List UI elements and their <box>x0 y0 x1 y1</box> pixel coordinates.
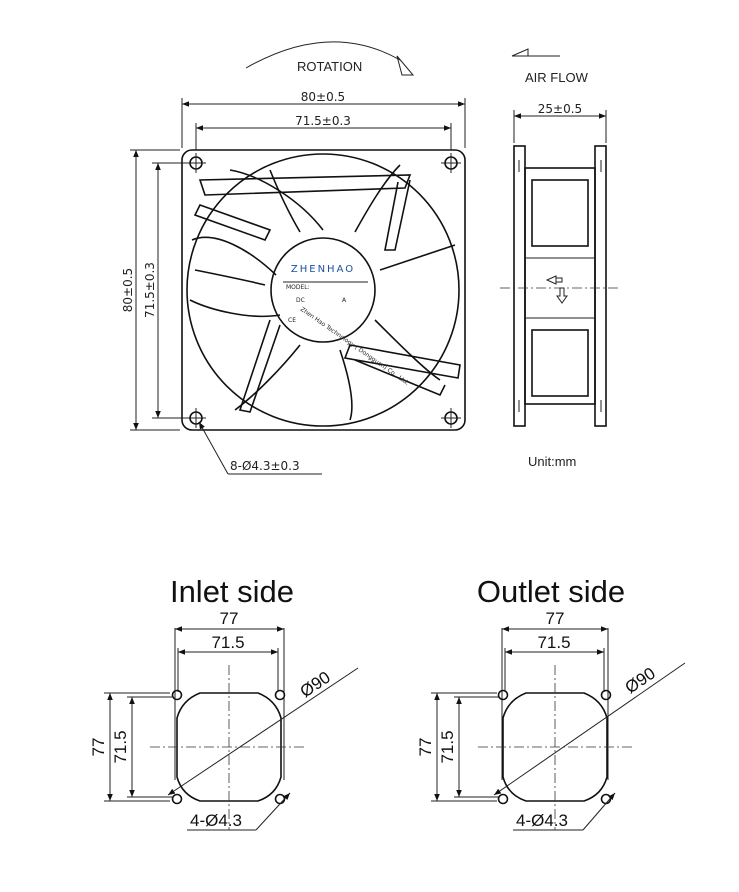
outlet-dia: Ø90 <box>622 664 659 698</box>
side-view: AIR FLOW 25±0.5 Unit:mm <box>500 48 620 469</box>
airflow-label: AIR FLOW <box>525 70 589 85</box>
dim-width-inner: 71.5±0.3 <box>295 114 351 128</box>
inlet-dim-v715: 71.5 <box>111 730 130 763</box>
outlet-dim-77: 77 <box>546 609 565 628</box>
inlet-hole-br <box>274 793 286 805</box>
inlet-hole-tl <box>171 689 183 701</box>
outlet-title: Outlet side <box>477 574 625 609</box>
inlet-dim-77: 77 <box>220 609 239 628</box>
dim-depth: 25±0.5 <box>538 102 582 116</box>
venturi-circle <box>186 153 460 427</box>
label-ce: CE <box>288 317 296 324</box>
inlet-dia-line <box>167 667 359 796</box>
outlet-dim-v77: 77 <box>416 738 435 757</box>
inlet-title: Inlet side <box>170 574 294 609</box>
rotation-label: ROTATION <box>297 59 362 74</box>
dim-height-inner: 71.5±0.3 <box>143 262 157 318</box>
label-dc: DC <box>296 297 305 304</box>
outlet-hole-leader <box>582 792 616 831</box>
outlet-hole-bl <box>497 793 509 805</box>
airflow-arrow <box>511 48 529 57</box>
outlet-dia-line <box>493 662 686 796</box>
outlet-dim-715: 71.5 <box>537 633 570 652</box>
inlet-dim-715: 71.5 <box>211 633 244 652</box>
rotation-arrow <box>245 41 401 69</box>
side-right-flange <box>594 145 607 427</box>
inlet-view: Inlet side 77 71.5 77 71.5 Ø90 4-Ø4. <box>89 574 359 831</box>
label-company: Zhen Hao Technology ( Dongguan) Co., Ltd… <box>299 306 410 387</box>
inlet-hole-bl <box>171 793 183 805</box>
dim-width-outer: 80±0.5 <box>301 90 345 104</box>
outlet-dim-v715: 71.5 <box>438 730 457 763</box>
label-amp: A <box>342 297 347 304</box>
side-left-flange <box>513 145 526 427</box>
dim-height-outer: 80±0.5 <box>121 268 135 312</box>
hub-label <box>270 237 376 343</box>
outlet-holes: 4-Ø4.3 <box>516 811 568 830</box>
fan-struts <box>193 174 461 413</box>
inlet-cutout <box>176 692 282 802</box>
inlet-dim-v77: 77 <box>89 738 108 757</box>
outlet-hole-tr <box>600 689 612 701</box>
rotation-arrowhead <box>396 55 415 76</box>
outlet-view: Outlet side 77 71.5 77 71.5 Ø90 4-Ø4.3 <box>416 574 686 831</box>
hole-spec: 8-Ø4.3±0.3 <box>230 459 300 473</box>
fan-frame <box>181 149 466 431</box>
unit-label: Unit:mm <box>528 454 576 469</box>
outlet-cutout <box>502 692 608 802</box>
outlet-hole-tl <box>497 689 509 701</box>
inlet-hole-tr <box>274 689 286 701</box>
side-body <box>524 167 596 405</box>
inlet-hole-leader <box>255 792 291 831</box>
fan-blades <box>189 164 456 421</box>
label-model: MODEL: <box>286 284 310 291</box>
label-brand: ZHENHAO <box>291 264 355 275</box>
front-view: ROTATION <box>121 41 466 475</box>
inlet-holes: 4-Ø4.3 <box>190 811 242 830</box>
hole-leader <box>198 421 229 475</box>
